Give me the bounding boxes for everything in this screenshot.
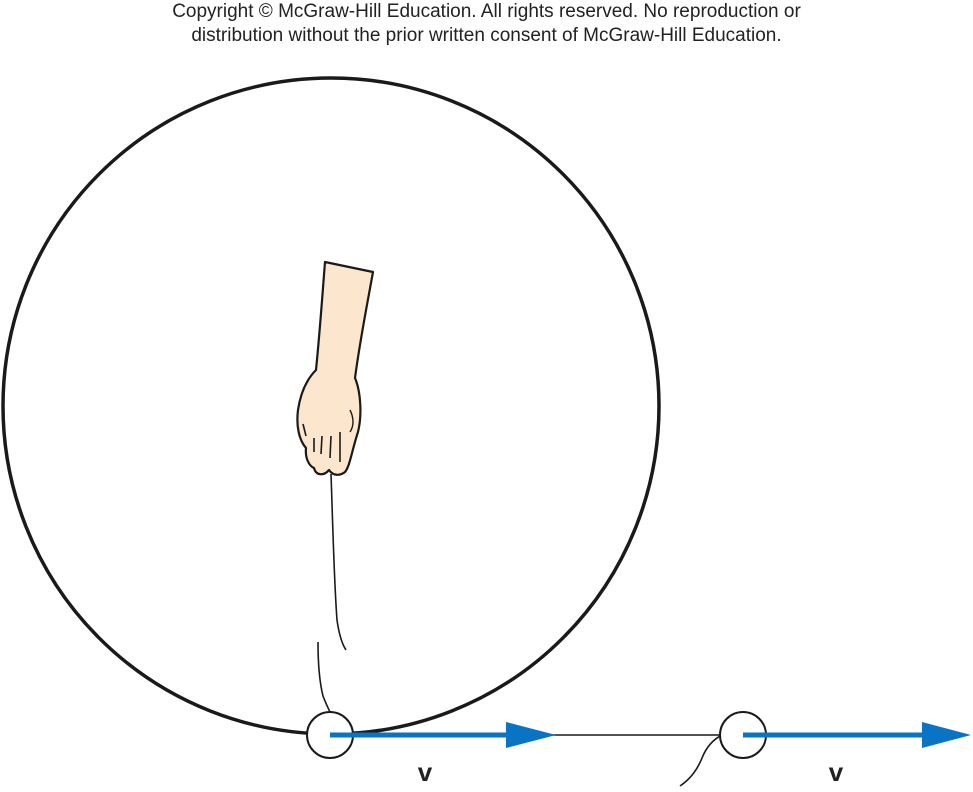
copyright-line-2: distribution without the prior written c…	[191, 25, 782, 46]
velocity-arrow-right	[743, 722, 971, 748]
velocity-label-right: v	[829, 757, 844, 787]
velocity-arrow-left	[330, 722, 556, 748]
copyright-notice: Copyright © McGraw-Hill Education. All r…	[0, 0, 973, 48]
velocity-label-left: v	[418, 757, 433, 787]
string-to-left-ball	[317, 641, 332, 715]
string-trailing-right-ball	[679, 734, 723, 787]
copyright-line-1: Copyright © McGraw-Hill Education. All r…	[172, 1, 801, 22]
hand-icon	[296, 260, 375, 476]
string-from-hand	[330, 473, 347, 651]
